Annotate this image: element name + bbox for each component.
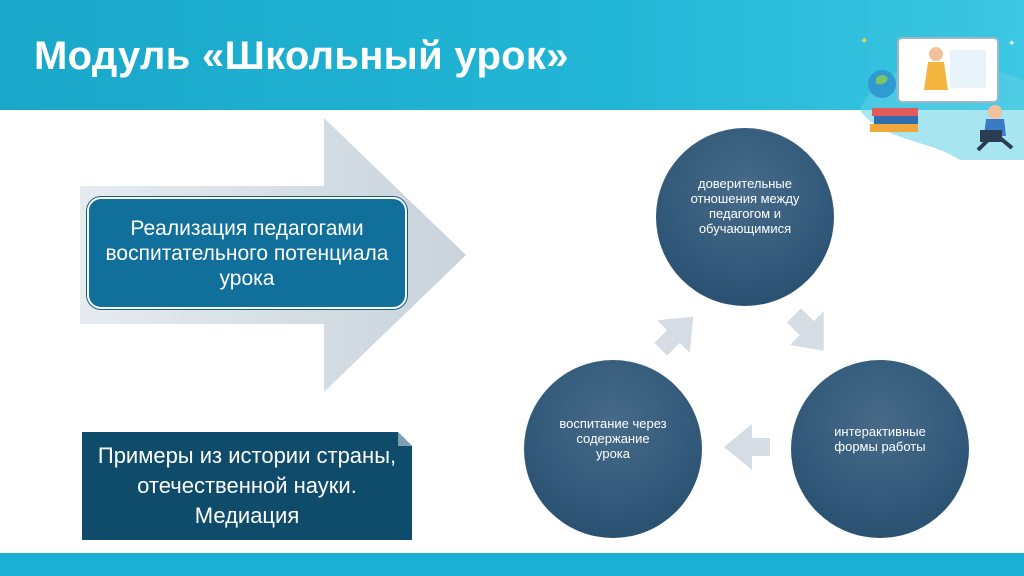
cycle-node-trust: доверительные отношения между педагогом … (656, 128, 834, 306)
cycle-arrow-top-right (786, 308, 824, 351)
header-bar (0, 0, 1024, 110)
footer-bar (0, 553, 1024, 576)
page-title: Модуль «Школьный урок» (34, 34, 569, 78)
cycle-arrow-bottom (724, 424, 770, 470)
cycle-node-education: воспитание через содержание урока (524, 360, 702, 538)
teacher-illustration: ✦ ✦ (860, 36, 1024, 160)
cycle-arrow-left-up (654, 316, 694, 356)
examples-box-shape (82, 432, 412, 540)
realization-box: Реализация педагогами воспитательного по… (87, 197, 407, 309)
cycle-node-interactive-label: интерактивные формы работы (834, 424, 926, 454)
cycle-node-education-label: воспитание через содержание урока (559, 416, 667, 461)
svg-text:✦: ✦ (1008, 38, 1016, 48)
svg-text:✦: ✦ (860, 36, 868, 47)
examples-box: Примеры из истории страны, отечественной… (97, 443, 397, 528)
cycle-node-trust-label: доверительные отношения между педагогом … (690, 176, 800, 236)
cycle-node-interactive: интерактивные формы работы (791, 360, 969, 538)
